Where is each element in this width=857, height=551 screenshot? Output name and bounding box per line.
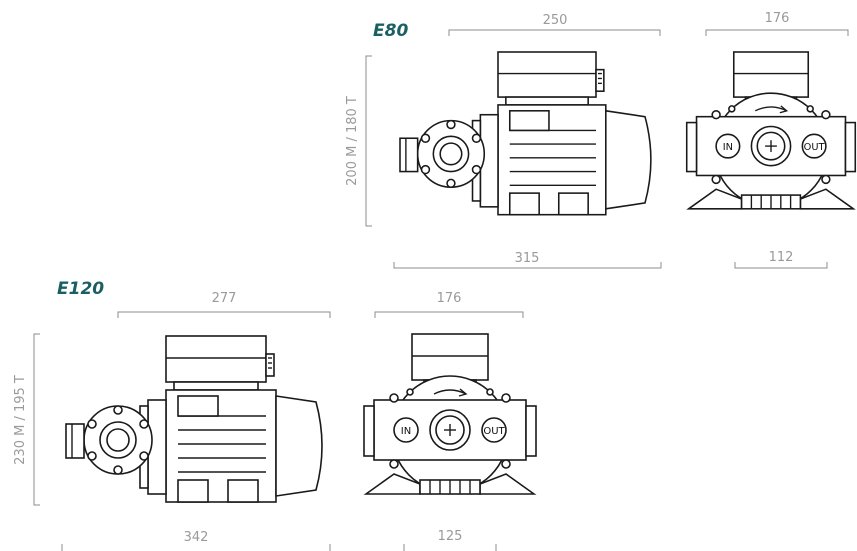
dim-e120-side-width: 277 — [212, 291, 237, 306]
e80-side-view — [399, 51, 652, 216]
e80-front-view: IN OUT — [685, 51, 857, 210]
bracket-e120-height — [33, 333, 40, 506]
dim-e120-front-base: 125 — [438, 529, 463, 544]
e120-front-view: IN OUT — [363, 333, 537, 495]
bracket-e80-total-length — [393, 262, 662, 269]
bracket-e120-total-length — [61, 544, 331, 551]
bracket-e80-front-width — [705, 29, 849, 36]
model-label-e80: E80 — [373, 21, 408, 41]
bracket-e80-height — [365, 55, 372, 227]
bracket-e80-front-base — [734, 262, 828, 269]
dim-e80-front-base: 112 — [769, 250, 794, 265]
dim-e120-total-length: 342 — [184, 530, 209, 545]
dim-e80-height: 200 M / 180 T — [345, 96, 360, 186]
model-label-e120: E120 — [57, 279, 104, 299]
e120-side-view — [65, 335, 323, 503]
port-in-label: IN — [723, 142, 733, 153]
bracket-e120-front-width — [374, 311, 524, 318]
bracket-e120-side-width — [117, 311, 331, 318]
dim-e120-height: 230 M / 195 T — [13, 375, 28, 465]
bracket-e80-side-width — [448, 29, 661, 36]
port-out-label: OUT — [483, 426, 505, 437]
port-in-label: IN — [401, 426, 411, 437]
dim-e120-front-width: 176 — [437, 291, 462, 306]
dim-e80-front-width: 176 — [765, 11, 790, 26]
dim-e80-total-length: 315 — [515, 251, 540, 266]
port-out-label: OUT — [804, 142, 826, 153]
bracket-e120-front-base — [403, 544, 497, 551]
dim-e80-side-width: 250 — [543, 13, 568, 28]
